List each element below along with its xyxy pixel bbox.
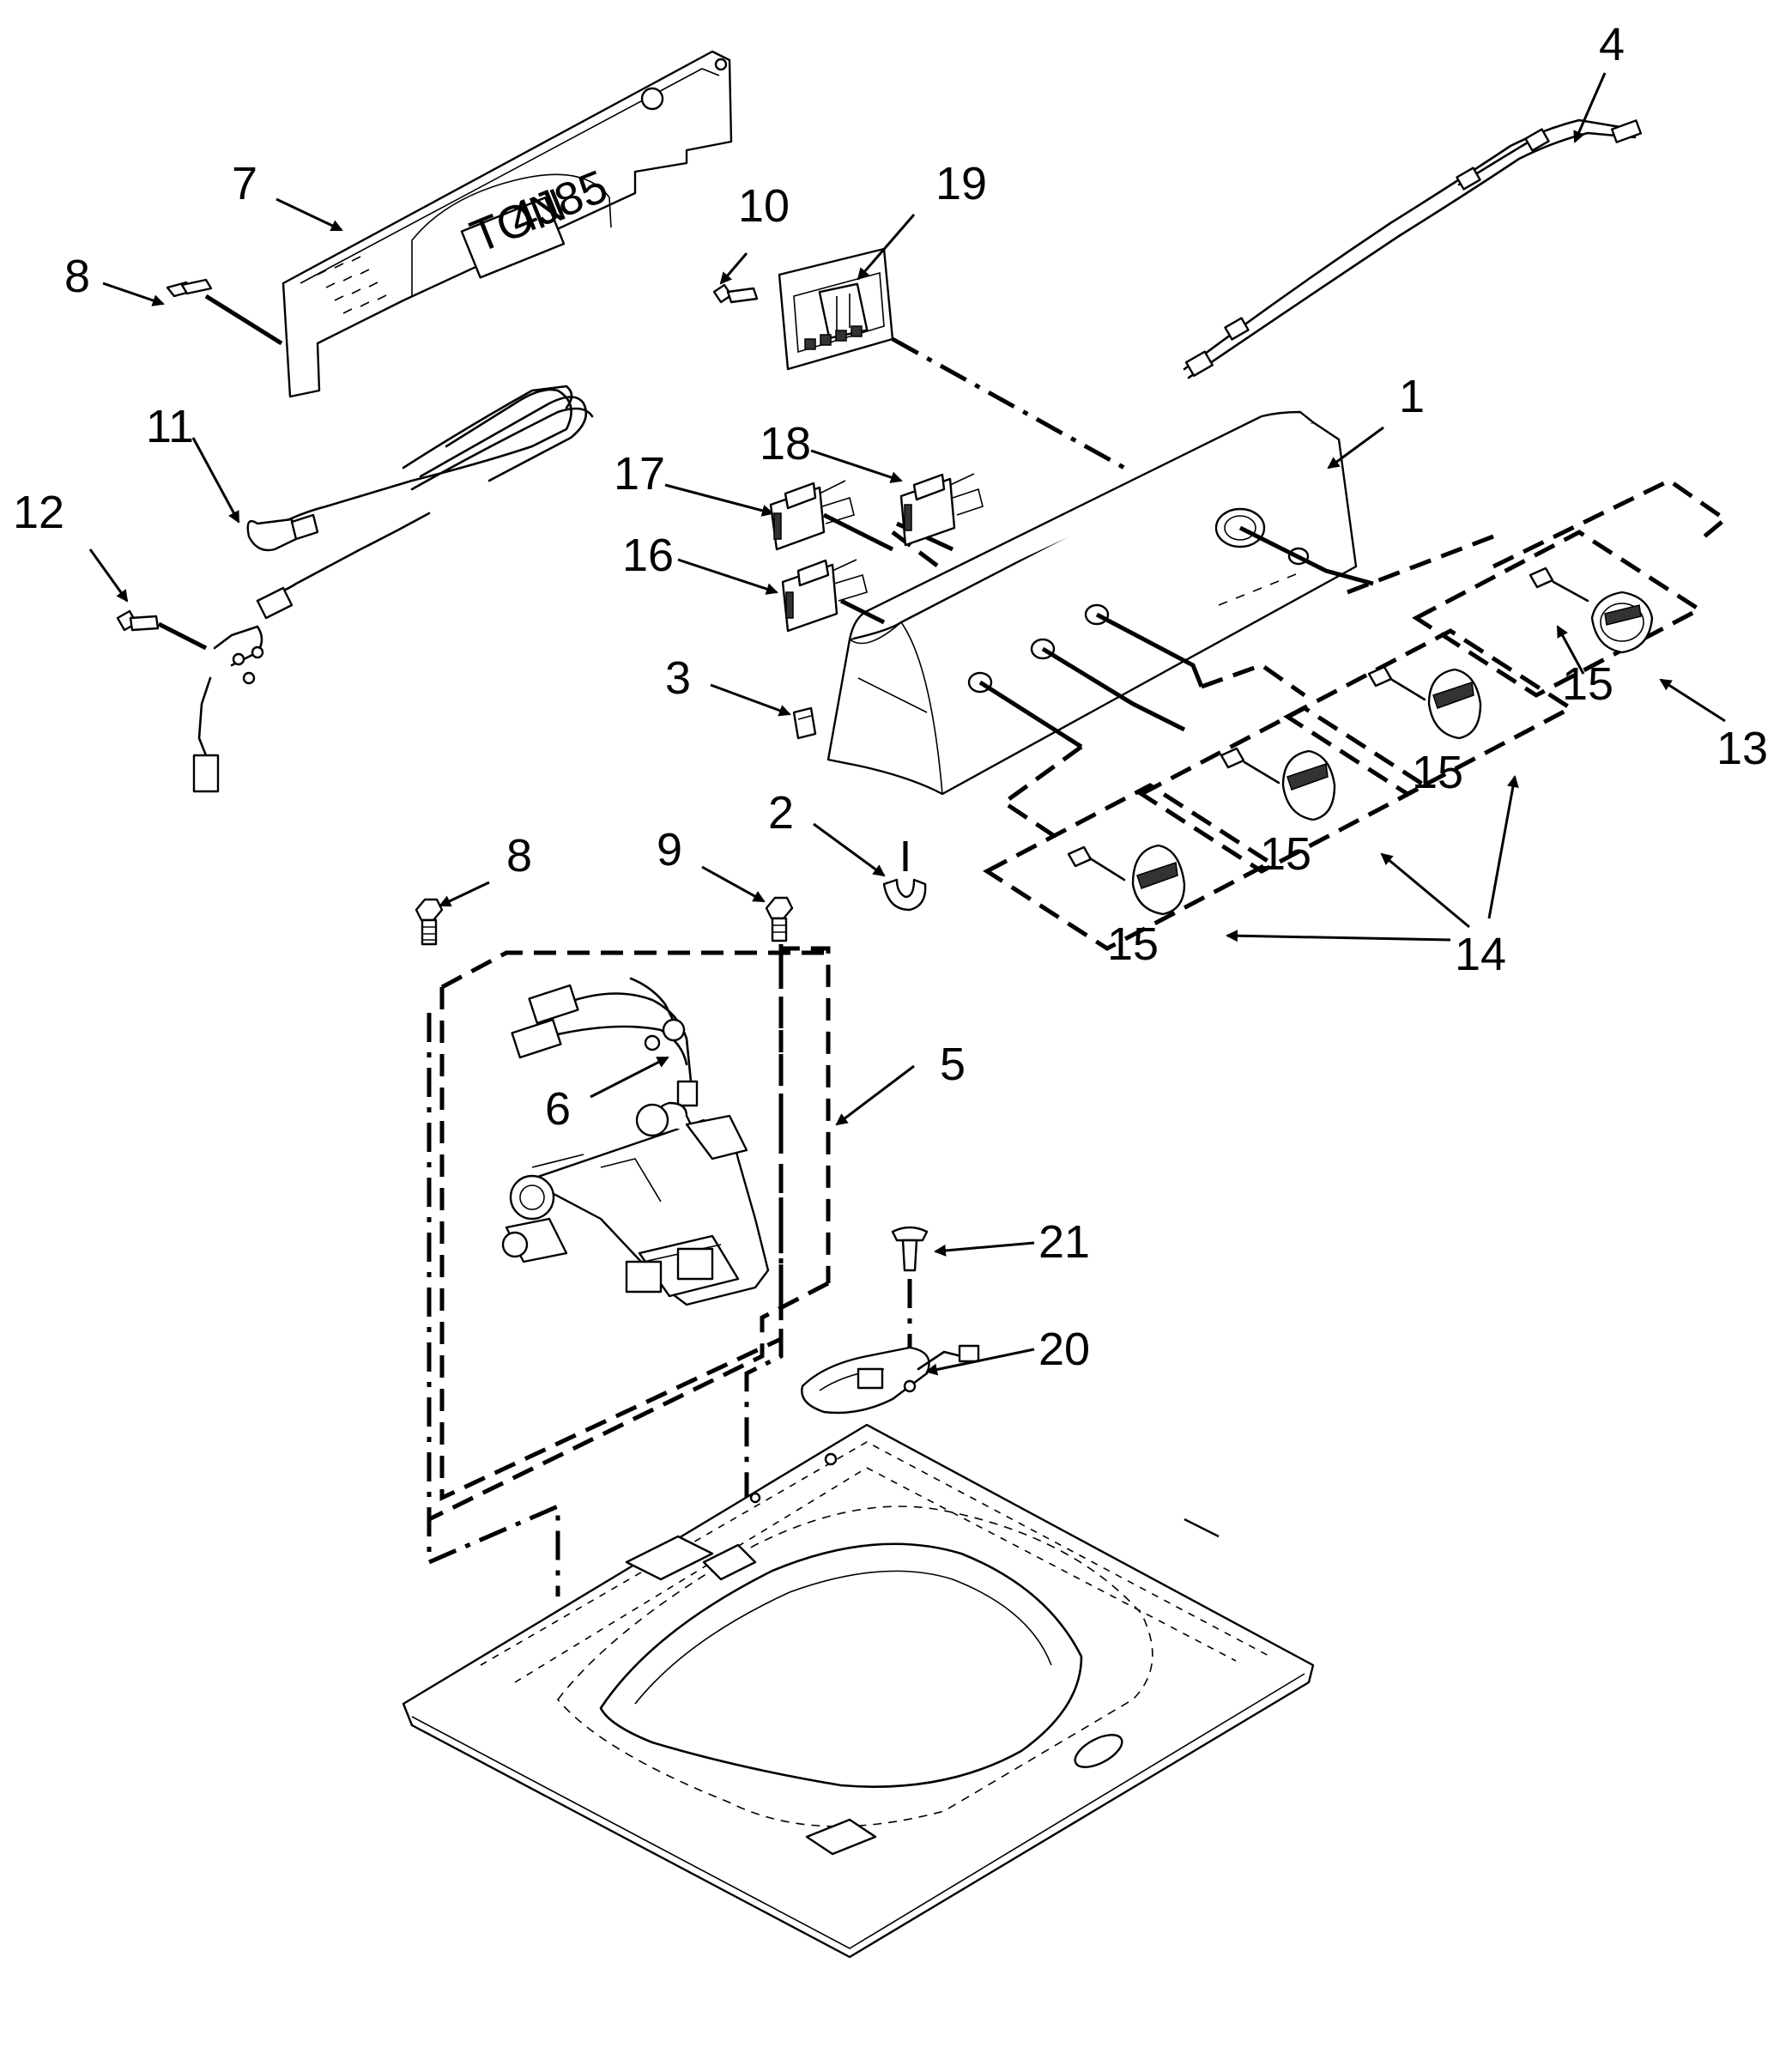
screw-8-top — [166, 278, 283, 346]
label-14: 14 — [1455, 929, 1506, 980]
screw-12 — [116, 609, 208, 651]
label-19: 19 — [935, 158, 987, 209]
label-17: 17 — [614, 448, 665, 500]
valve-wiring — [511, 977, 699, 1107]
label-13: 13 — [1716, 723, 1768, 774]
label-15-a: 15 — [1107, 918, 1159, 970]
knob-2 — [1220, 747, 1336, 821]
label-10: 10 — [738, 180, 790, 232]
wiring-harness — [1183, 118, 1643, 379]
power-cord — [192, 385, 594, 793]
clip-3 — [792, 706, 817, 740]
label-2: 2 — [768, 787, 794, 839]
label-11: 11 — [146, 401, 194, 452]
label-20: 20 — [1038, 1324, 1090, 1375]
knob-4 — [1529, 566, 1654, 654]
switch-18 — [899, 473, 984, 547]
label-15-b: 15 — [1260, 828, 1311, 880]
screw-8-mid — [415, 898, 444, 946]
screw-10 — [712, 283, 759, 304]
label-8-mid: 8 — [506, 830, 532, 882]
sensor-bracket — [801, 1344, 980, 1415]
label-18: 18 — [760, 418, 811, 470]
guide-lines-knobs — [978, 525, 1494, 839]
knob-group-outlines — [983, 478, 1729, 951]
knob-3 — [1367, 665, 1482, 740]
label-8-top: 8 — [64, 251, 90, 302]
rear-panel-bracket: TON 4J85 — [282, 50, 733, 398]
switch-16 — [781, 559, 868, 633]
switch-17 — [769, 480, 855, 551]
label-15-c: 15 — [1412, 747, 1463, 798]
label-21: 21 — [1038, 1216, 1090, 1268]
label-16: 16 — [622, 530, 674, 581]
label-5: 5 — [940, 1039, 966, 1090]
label-15-d: 15 — [1562, 658, 1613, 710]
label-12: 12 — [13, 487, 64, 538]
knob-1 — [1067, 844, 1186, 916]
valve-outline — [427, 944, 831, 1596]
clip-2 — [882, 841, 927, 912]
label-6: 6 — [545, 1083, 571, 1135]
label-7: 7 — [232, 158, 257, 209]
screw-9 — [765, 896, 794, 942]
water-valve — [501, 1101, 770, 1306]
part-labels: 1 2 3 4 5 6 7 8 8 9 10 11 12 13 14 15 15… — [13, 19, 1768, 1375]
label-3: 3 — [665, 652, 691, 704]
screw-21 — [891, 1226, 929, 1356]
guide-line-19 — [891, 336, 1126, 470]
console — [826, 410, 1358, 796]
cabinet-top — [402, 1423, 1315, 1959]
leader-lines — [88, 72, 1726, 1376]
label-4: 4 — [1599, 19, 1625, 70]
label-1: 1 — [1399, 371, 1425, 422]
label-9: 9 — [657, 824, 682, 876]
control-board — [778, 247, 894, 371]
